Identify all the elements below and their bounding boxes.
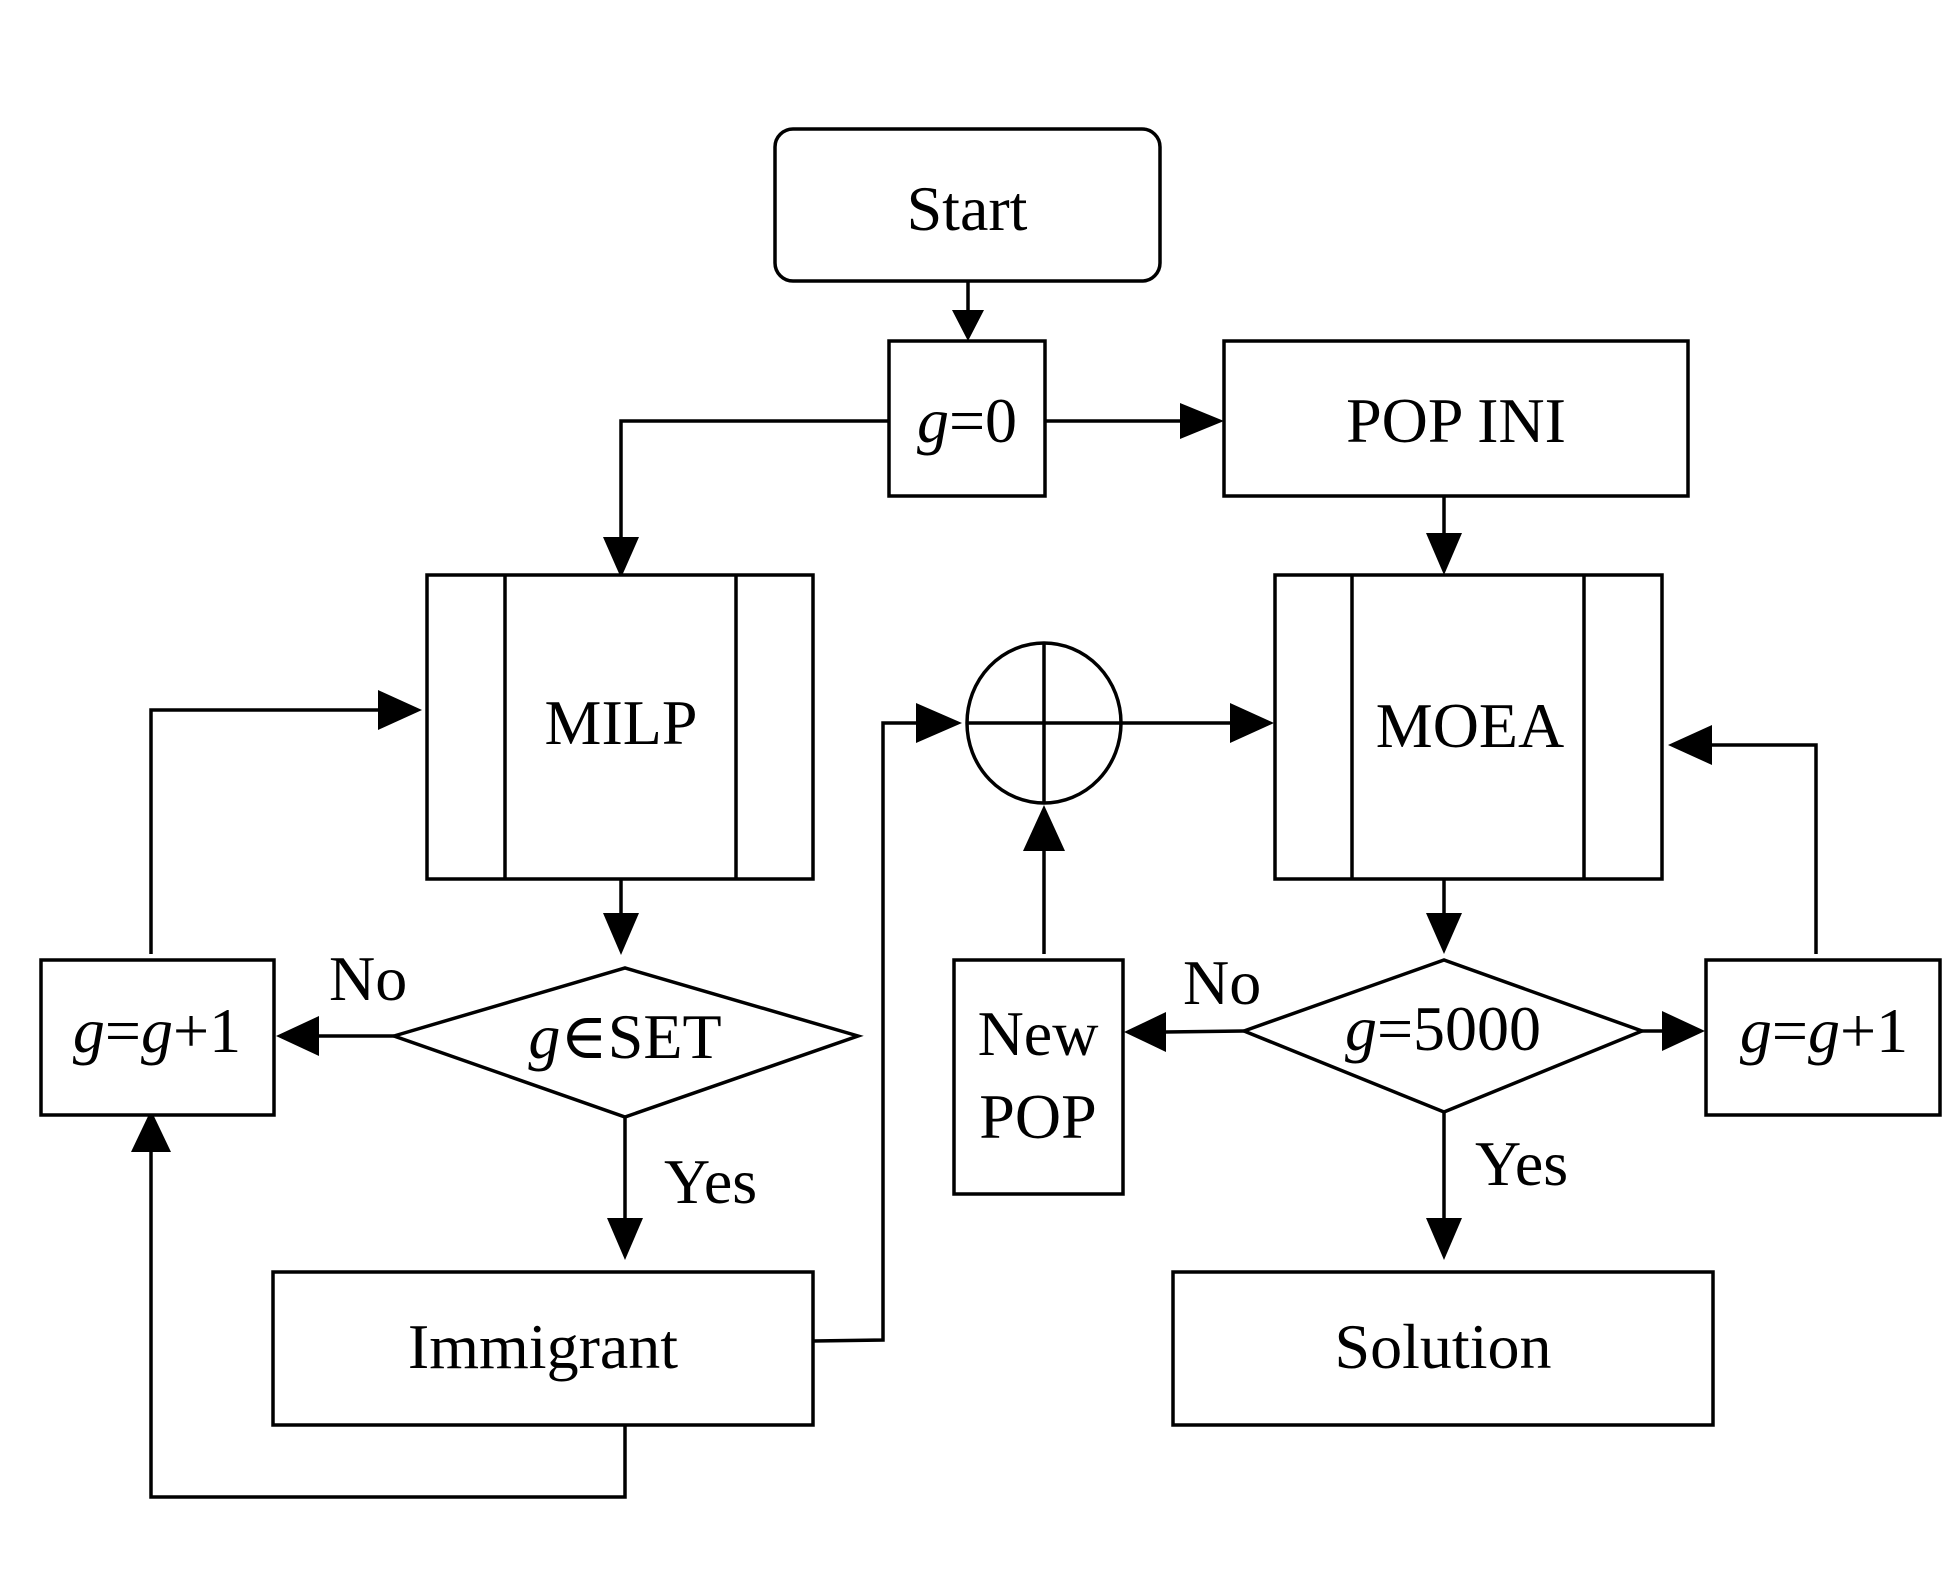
- edge-immigrant-to-merge: [812, 721, 920, 1343]
- arrowhead-start-to-g-init: [952, 310, 984, 341]
- edge-label-gen-yes: Yes: [1475, 1128, 1568, 1199]
- node-immigrant-label: Immigrant: [408, 1311, 678, 1382]
- node-pop-ini-label: POP INI: [1346, 385, 1566, 456]
- arrowhead-immigrant-to-merge: [916, 703, 962, 743]
- arrowhead-decision-5000-no: [1124, 1012, 1166, 1052]
- arrowhead-decision-5000-to-g-inc-right: [1662, 1011, 1705, 1051]
- arrowhead-moea-to-decision-5000: [1426, 913, 1462, 954]
- node-merge: [965, 641, 1123, 805]
- node-decision-set-label: g∈SET: [528, 1001, 721, 1072]
- edge-label-set-yes: Yes: [664, 1146, 757, 1217]
- node-decision-5000-label: g=5000: [1345, 993, 1541, 1064]
- node-start-label: Start: [907, 173, 1028, 244]
- node-g-init: g=0: [887, 339, 1047, 498]
- arrowhead-new-pop-to-merge: [1023, 805, 1065, 851]
- edge-g-inc-right-to-moea: [1710, 743, 1818, 954]
- node-moea: MOEA: [1273, 573, 1664, 881]
- node-milp: MILP: [425, 573, 815, 881]
- node-solution: Solution: [1171, 1270, 1715, 1427]
- node-immigrant: Immigrant: [271, 1270, 815, 1427]
- node-g-inc-right-label: g=g+1: [1740, 995, 1908, 1066]
- node-decision-set: g∈SET: [388, 966, 864, 1119]
- arrowhead-g-init-to-milp: [603, 537, 639, 578]
- arrowhead-milp-to-decision-set: [603, 913, 639, 955]
- node-g-init-label: g=0: [917, 385, 1017, 456]
- node-pop-ini: POP INI: [1222, 339, 1690, 498]
- node-decision-5000: g=5000: [1239, 958, 1647, 1114]
- node-new-pop-label-line2: POP: [979, 1081, 1096, 1152]
- edge-immigrant-to-g-inc-left: [149, 1150, 627, 1499]
- node-milp-label: MILP: [545, 687, 698, 758]
- node-g-inc-left-label: g=g+1: [73, 995, 241, 1066]
- edge-decision-5000-no: [1164, 1029, 1245, 1034]
- edge-g-inc-left-to-milp: [149, 708, 380, 954]
- node-new-pop-label-line1: New: [978, 998, 1099, 1069]
- node-start: Start: [773, 127, 1162, 283]
- arrowhead-merge-to-moea: [1230, 703, 1274, 743]
- arrowhead-decision-set-yes: [607, 1218, 643, 1260]
- node-new-pop: New POP: [952, 958, 1125, 1196]
- arrowhead-decision-5000-yes: [1426, 1218, 1462, 1260]
- arrowhead-g-init-to-pop-ini: [1180, 403, 1224, 439]
- edge-label-set-no: No: [329, 943, 407, 1014]
- arrowhead-decision-set-no: [276, 1016, 319, 1056]
- node-solution-label: Solution: [1335, 1311, 1552, 1382]
- node-moea-label: MOEA: [1376, 690, 1564, 761]
- node-g-inc-left: g=g+1: [39, 958, 276, 1117]
- edge-g-init-to-milp: [619, 419, 889, 540]
- arrowhead-pop-ini-to-moea: [1426, 533, 1462, 575]
- arrowhead-g-inc-right-to-moea: [1668, 725, 1712, 765]
- arrowhead-g-inc-left-to-milp: [378, 690, 422, 730]
- node-g-inc-right: g=g+1: [1704, 958, 1942, 1117]
- edge-label-gen-no: No: [1183, 947, 1261, 1018]
- arrowhead-immigrant-to-g-inc-left: [131, 1110, 171, 1152]
